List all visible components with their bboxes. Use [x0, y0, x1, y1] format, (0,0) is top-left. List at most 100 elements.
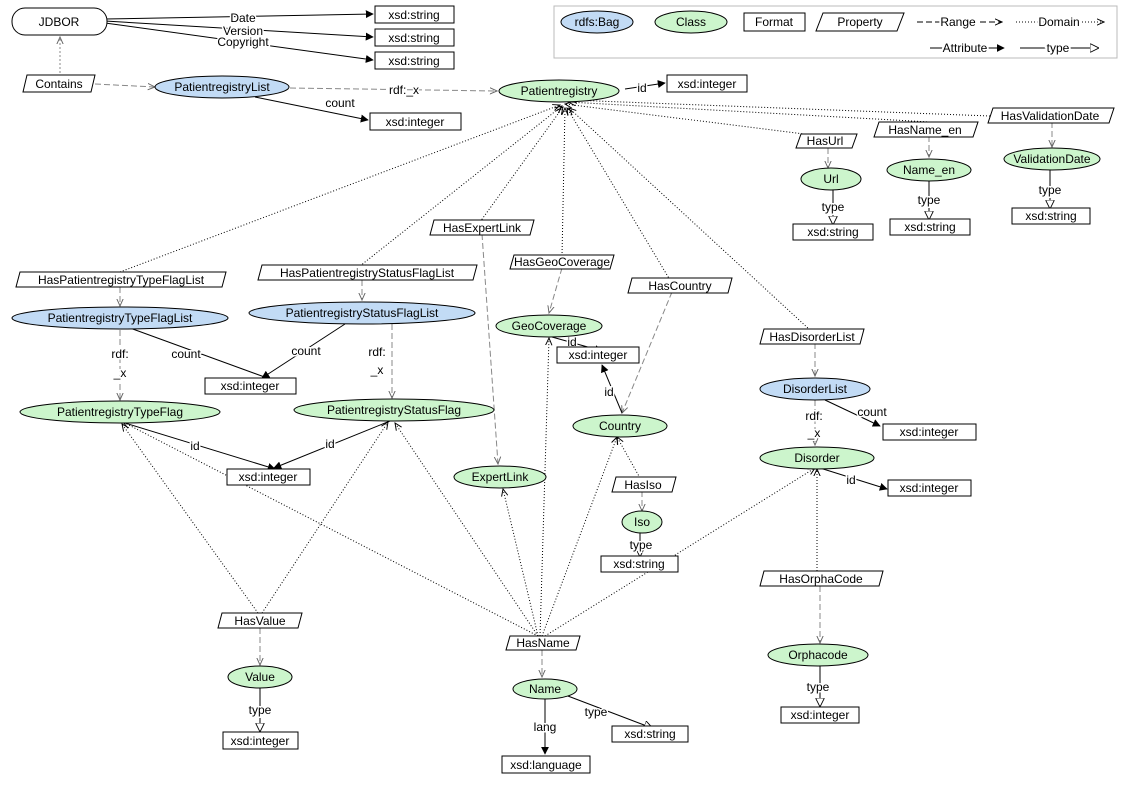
xsd-string-version-label: xsd:string [388, 31, 439, 45]
xsd-language-label: xsd:language [510, 758, 582, 772]
jdbor-node[interactable] [11, 7, 108, 36]
has-name-property[interactable] [505, 635, 581, 651]
has-status-flag-list-property[interactable] [257, 264, 478, 281]
edge-label-count-typelist: count [171, 347, 201, 361]
edge-id-statusflag [273, 420, 391, 470]
edge-domain-expertlink [479, 107, 563, 223]
edge-label-type-url: type [822, 200, 845, 214]
edge-label-rdf-disorder-1: rdf: [805, 409, 822, 423]
xsd-string-date-box[interactable] [374, 5, 455, 24]
edge-domain-country [567, 108, 671, 281]
has-url-property[interactable] [795, 133, 858, 149]
status-flag-node[interactable] [293, 398, 495, 422]
has-validation-date-property[interactable] [987, 107, 1115, 124]
edge-domain-disorderlist [569, 108, 811, 331]
xsd-string-url-box[interactable] [792, 223, 874, 241]
has-disorder-list-property[interactable] [759, 328, 865, 345]
has-orpha-code-property[interactable] [759, 570, 884, 587]
xsd-string-version-box[interactable] [374, 28, 455, 47]
edge-label-id-top: id [637, 81, 646, 95]
has-value-property[interactable] [217, 612, 303, 629]
legend-range-label: Range [940, 15, 976, 29]
edge-label-type-name-en: type [918, 193, 941, 207]
legend-domain-label: Domain [1038, 15, 1079, 29]
xsd-integer-geo-box[interactable] [556, 346, 640, 364]
edge-label-id-geo: id [567, 335, 576, 349]
status-flag-list-node[interactable] [248, 301, 476, 325]
edge-id-top [624, 80, 666, 90]
xsd-integer-orphacode-box[interactable] [780, 706, 860, 724]
xsd-string-copyright-box[interactable] [374, 51, 455, 70]
validation-date-node[interactable] [1003, 147, 1101, 171]
xsd-string-name-en-box[interactable] [889, 218, 971, 236]
disorder-list-node[interactable] [759, 377, 871, 401]
edge-label-count-disorder: count [857, 405, 887, 419]
has-url-label: HasUrl [807, 134, 844, 148]
has-name-en-property[interactable] [873, 121, 979, 138]
edge-domain-geocoverage [562, 108, 565, 257]
xsd-string-validation-label: xsd:string [1025, 209, 1076, 223]
patientregistry-list-node[interactable] [154, 75, 290, 99]
url-node[interactable] [800, 167, 862, 191]
edge-id-typeflag [124, 422, 276, 471]
orphacode-label: Orphacode [788, 648, 848, 662]
edge-count-typelist [129, 327, 271, 381]
has-name-label: HasName [516, 636, 570, 650]
has-status-flag-list-label: HasPatientregistryStatusFlagList [280, 266, 455, 280]
edge-label-type-name: type [585, 705, 608, 719]
xsd-string-validation-box[interactable] [1011, 207, 1091, 225]
xsd-string-name-box[interactable] [611, 725, 689, 743]
edge-label-rdf-statuslist-2: _x [370, 363, 384, 377]
patientregistry-node[interactable] [498, 79, 620, 103]
contains-property[interactable] [22, 74, 96, 93]
expert-link-label: ExpertLink [472, 470, 530, 484]
edge-label-rdf-typelist-1: rdf: [111, 347, 128, 361]
xsd-integer-count-top-box[interactable] [369, 112, 462, 131]
edge-labels: Date Version Copyright rdf:_x count id t… [110, 10, 1063, 736]
xsd-integer-count-flags-box[interactable] [204, 377, 297, 395]
edge-domain-typeflaglist [119, 105, 560, 273]
value-label: Value [245, 670, 275, 684]
legend-class-label: Class [676, 15, 706, 29]
xsd-integer-disorder-id-label: xsd:integer [900, 481, 959, 495]
value-node[interactable] [227, 665, 293, 689]
orphacode-node[interactable] [767, 643, 869, 667]
iso-node[interactable] [621, 510, 663, 534]
edge-domain-hasiso [617, 437, 641, 479]
edge-count-disorder [824, 399, 881, 427]
type-flag-list-node[interactable] [11, 306, 229, 330]
xsd-integer-id-top-box[interactable] [666, 74, 748, 93]
geo-coverage-label: GeoCoverage [512, 319, 587, 333]
edge-domain-statusflaglist [359, 106, 562, 267]
edge-label-count-statuslist: count [291, 344, 321, 358]
xsd-integer-disorder-count-box[interactable] [882, 423, 977, 441]
country-node[interactable] [572, 414, 668, 438]
has-iso-property[interactable] [611, 476, 677, 493]
legend: rdfs:Bag Class Format Property Range Dom… [553, 5, 1118, 59]
xsd-string-name-en-label: xsd:string [904, 220, 955, 234]
edges [60, 10, 1052, 755]
xsd-string-iso-box[interactable] [600, 555, 679, 573]
type-flag-label: PatientregistryTypeFlag [57, 405, 183, 419]
edge-id-country [601, 364, 623, 414]
name-en-node[interactable] [886, 158, 972, 182]
xsd-integer-flags-id-box[interactable] [226, 468, 311, 486]
has-expert-link-label: HasExpertLink [443, 221, 522, 235]
edge-range-geocoverage [549, 267, 563, 313]
geo-coverage-node[interactable] [495, 314, 603, 338]
has-expert-link-property[interactable] [429, 219, 535, 236]
xsd-integer-disorder-id-box[interactable] [887, 479, 972, 497]
xsd-language-box[interactable] [501, 755, 591, 774]
name-node[interactable] [512, 678, 578, 700]
has-geo-coverage-property[interactable] [509, 254, 615, 270]
xsd-string-url-label: xsd:string [807, 225, 858, 239]
xsd-integer-id-top-label: xsd:integer [678, 77, 737, 91]
has-type-flag-list-property[interactable] [15, 271, 227, 288]
type-flag-node[interactable] [19, 400, 221, 424]
edge-date [104, 10, 374, 20]
expert-link-node[interactable] [453, 465, 547, 489]
disorder-node[interactable] [759, 446, 875, 470]
xsd-integer-value-box[interactable] [222, 731, 299, 750]
has-country-property[interactable] [627, 277, 733, 294]
